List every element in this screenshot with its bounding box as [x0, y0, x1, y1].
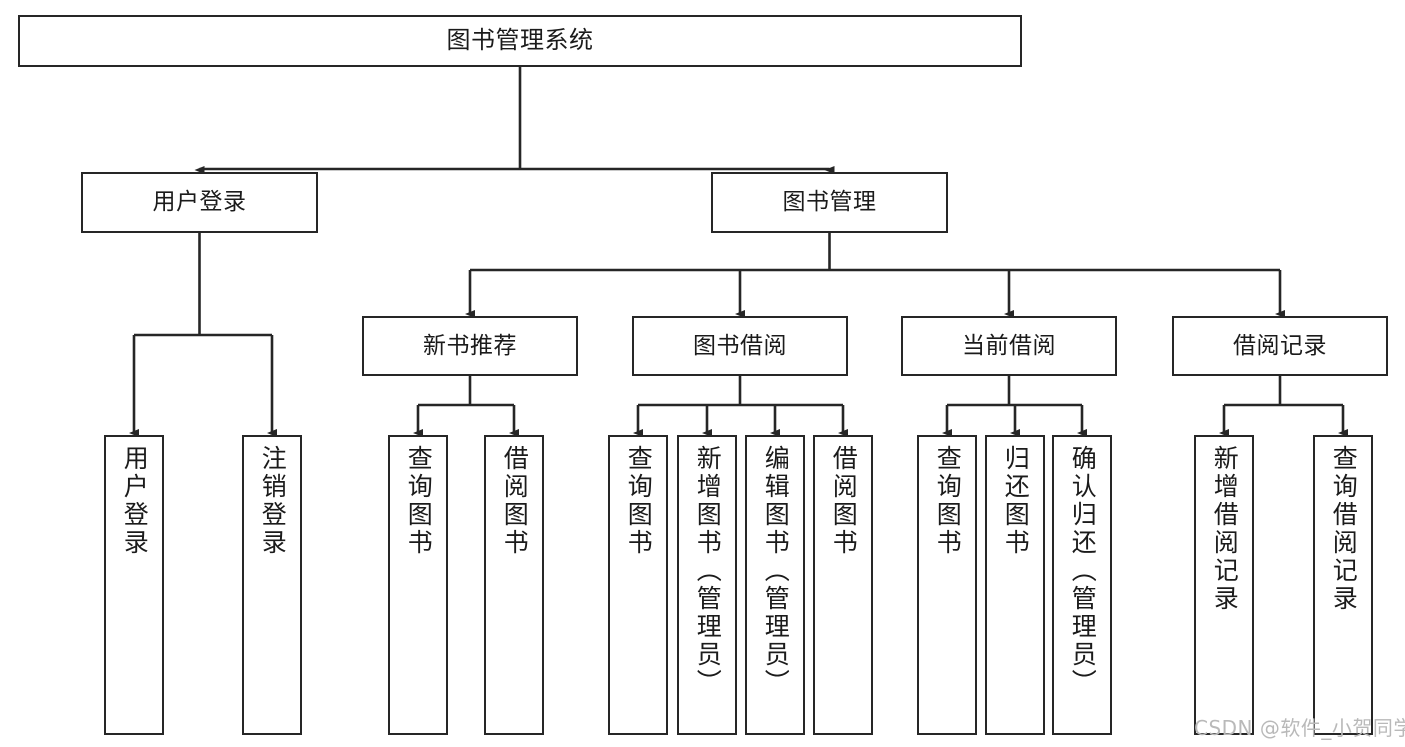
node-root-label: 图书管理系统	[446, 26, 594, 55]
leaf-query-borrow-record[interactable]: 查询借阅记录	[1313, 435, 1373, 735]
leaf-user-login[interactable]: 用户登录	[104, 435, 164, 735]
leaf-add-borrow-record[interactable]: 新增借阅记录	[1194, 435, 1254, 735]
node-book-manage-label: 图书管理	[782, 189, 877, 216]
leaf-query-book-2[interactable]: 查询图书	[608, 435, 668, 735]
leaf-query-borrow-record-label: 查询借阅记录	[1329, 445, 1359, 613]
node-current-borrow-label: 当前借阅	[962, 332, 1056, 359]
leaf-return-book[interactable]: 归还图书	[985, 435, 1045, 735]
leaf-query-book-3[interactable]: 查询图书	[917, 435, 977, 735]
node-new-book-recommend-label: 新书推荐	[423, 332, 517, 359]
leaf-logout[interactable]: 注销登录	[242, 435, 302, 735]
leaf-user-login-label: 用户登录	[120, 445, 150, 557]
leaf-add-borrow-record-label: 新增借阅记录	[1210, 445, 1240, 613]
leaf-add-book[interactable]: 新增图书（管理员）	[677, 435, 737, 735]
node-borrow-record[interactable]: 借阅记录	[1172, 316, 1388, 376]
leaf-confirm-return[interactable]: 确认归还（管理员）	[1052, 435, 1112, 735]
node-current-borrow[interactable]: 当前借阅	[901, 316, 1117, 376]
leaf-edit-book[interactable]: 编辑图书（管理员）	[745, 435, 805, 735]
leaf-borrow-book-2[interactable]: 借阅图书	[813, 435, 873, 735]
leaf-query-book-1-label: 查询图书	[404, 445, 434, 557]
node-borrow-record-label: 借阅记录	[1233, 332, 1327, 359]
leaf-borrow-book-1[interactable]: 借阅图书	[484, 435, 544, 735]
leaf-borrow-book-2-label: 借阅图书	[829, 445, 859, 557]
node-book-borrow[interactable]: 图书借阅	[632, 316, 848, 376]
node-book-manage[interactable]: 图书管理	[711, 172, 948, 233]
leaf-query-book-2-label: 查询图书	[624, 445, 654, 557]
node-root[interactable]: 图书管理系统	[18, 15, 1022, 67]
leaf-add-book-label: 新增图书（管理员）	[693, 445, 723, 697]
leaf-confirm-return-label: 确认归还（管理员）	[1068, 445, 1098, 697]
csdn-watermark: CSDN @软件_小贺同学	[1194, 716, 1405, 740]
leaf-return-book-label: 归还图书	[1001, 445, 1031, 557]
node-user-login[interactable]: 用户登录	[81, 172, 318, 233]
leaf-query-book-3-label: 查询图书	[933, 445, 963, 557]
leaf-query-book-1[interactable]: 查询图书	[388, 435, 448, 735]
edge-paths	[129, 67, 1348, 437]
node-user-login-label: 用户登录	[152, 189, 247, 216]
leaf-logout-label: 注销登录	[258, 445, 288, 557]
leaf-edit-book-label: 编辑图书（管理员）	[761, 445, 791, 697]
leaf-borrow-book-1-label: 借阅图书	[500, 445, 530, 557]
node-book-borrow-label: 图书借阅	[693, 332, 787, 359]
node-new-book-recommend[interactable]: 新书推荐	[362, 316, 578, 376]
